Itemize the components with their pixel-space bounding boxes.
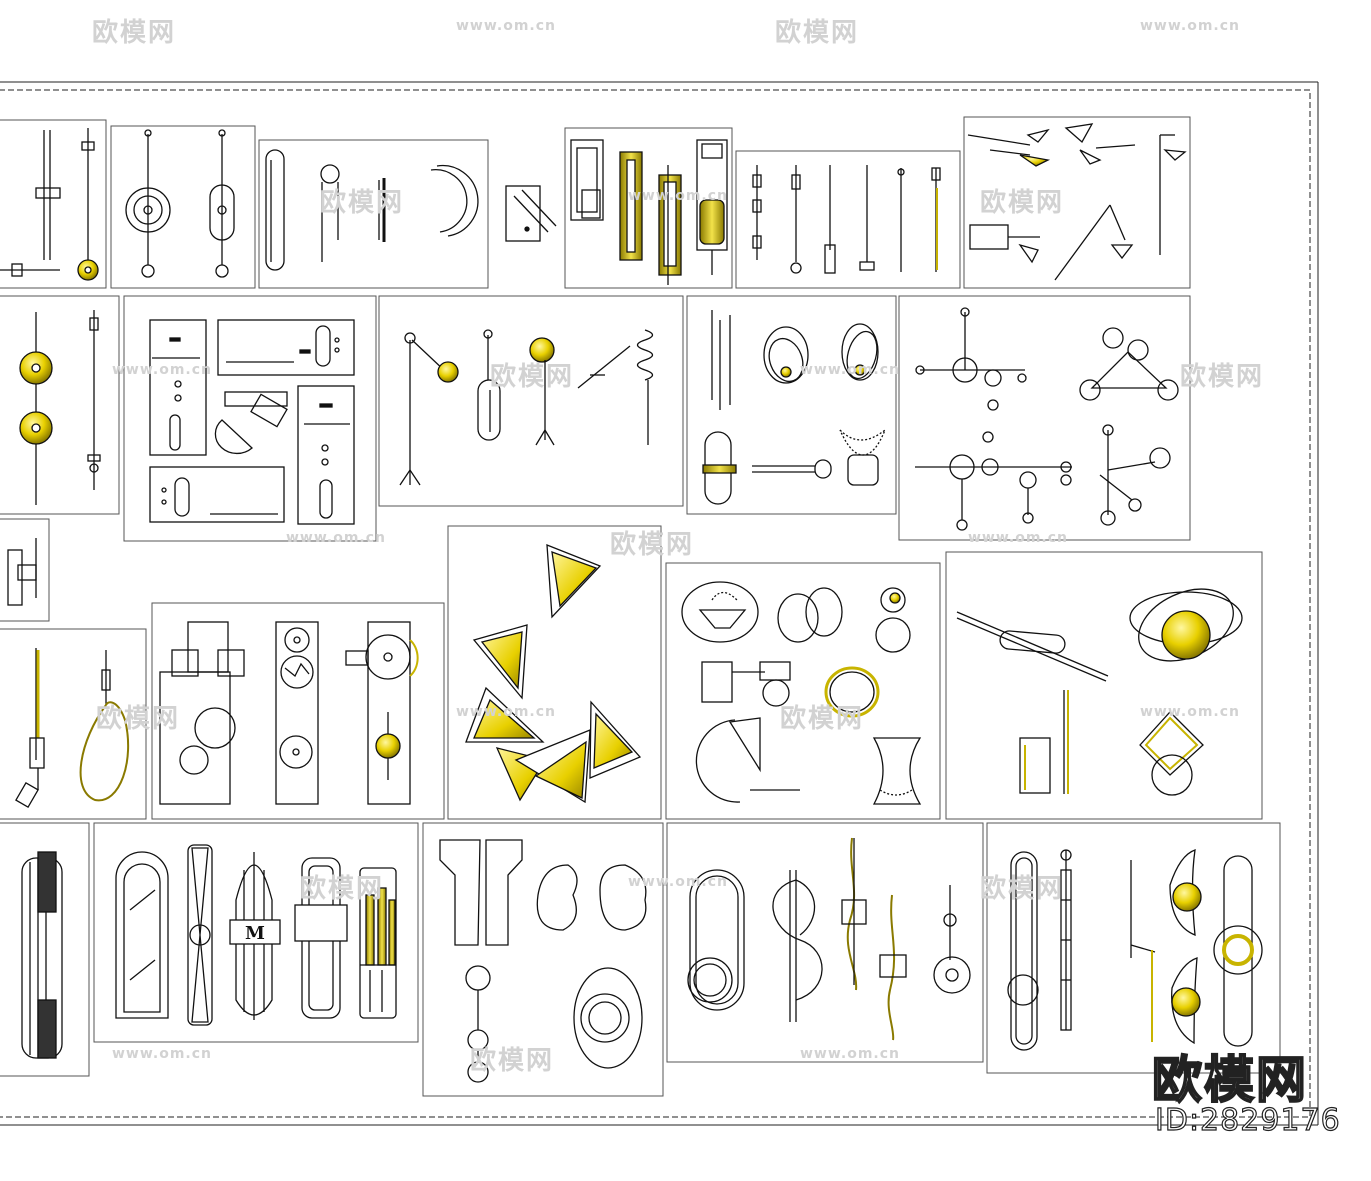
watermark-url: www.om.cn	[628, 874, 729, 890]
watermark-url: www.om.cn	[1140, 18, 1241, 34]
fixture-group-12	[7, 538, 37, 606]
sheet-border	[0, 81, 1319, 1126]
watermark-url: www.om.cn	[456, 704, 557, 720]
fixture-group-22	[1007, 849, 1263, 1051]
watermark-brand: 欧模网	[96, 704, 181, 734]
brand-id-label: ID:2829176	[1154, 1102, 1341, 1138]
watermark-url: www.om.cn	[968, 530, 1069, 546]
watermark-brand: 欧模网	[470, 1046, 555, 1076]
fixture-group-11	[915, 307, 1179, 531]
fixture-group-16	[15, 648, 130, 809]
svg-text:M: M	[245, 923, 265, 944]
panel-frames	[0, 116, 1281, 1097]
fixture-group-8	[149, 319, 355, 525]
watermark-brand: 欧模网	[490, 362, 575, 392]
fixture-group-9	[399, 329, 654, 486]
watermark-brand: 欧模网	[980, 874, 1065, 904]
fixture-group-20	[439, 839, 647, 1083]
watermark-url: www.om.cn	[112, 362, 213, 378]
fixture-group-10	[702, 310, 887, 505]
fixture-group-13	[465, 544, 642, 804]
watermark-url: www.om.cn	[1140, 704, 1241, 720]
watermark-url: www.om.cn	[286, 530, 387, 546]
watermark-url: www.om.cn	[800, 1046, 901, 1062]
fixture-group-4	[570, 139, 728, 285]
watermark-brand: 欧模网	[300, 874, 385, 904]
watermark-url: www.om.cn	[456, 18, 557, 34]
fixture-group-5	[752, 165, 941, 274]
watermark-brand: 欧模网	[320, 188, 405, 218]
brand-logo: 欧模网	[1151, 1050, 1308, 1110]
watermark-brand: 欧模网	[780, 704, 865, 734]
fixture-group-17	[159, 621, 419, 805]
fixture-group-18	[21, 851, 63, 1059]
fixture-group-2	[125, 129, 235, 278]
fixture-group-19: M	[115, 844, 397, 1026]
fixture-group-7	[19, 310, 101, 505]
watermark-brand: 欧模网	[980, 188, 1065, 218]
watermark-brand: 欧模网	[775, 18, 860, 48]
watermark-brand: 欧模网	[1180, 362, 1265, 392]
fixture-group-21	[687, 837, 971, 1041]
watermark-url: www.om.cn	[628, 188, 729, 204]
fixture-group-15	[956, 588, 1243, 796]
watermark-brand: 欧模网	[610, 530, 695, 560]
watermark-url: www.om.cn	[112, 1046, 213, 1062]
fixture-group-1	[0, 128, 99, 281]
fixture-group-14	[681, 581, 922, 805]
fixture-group-3	[265, 149, 557, 271]
watermark-url: www.om.cn	[800, 362, 901, 378]
watermark-brand: 欧模网	[92, 18, 177, 48]
fixture-group-6	[967, 123, 1187, 281]
